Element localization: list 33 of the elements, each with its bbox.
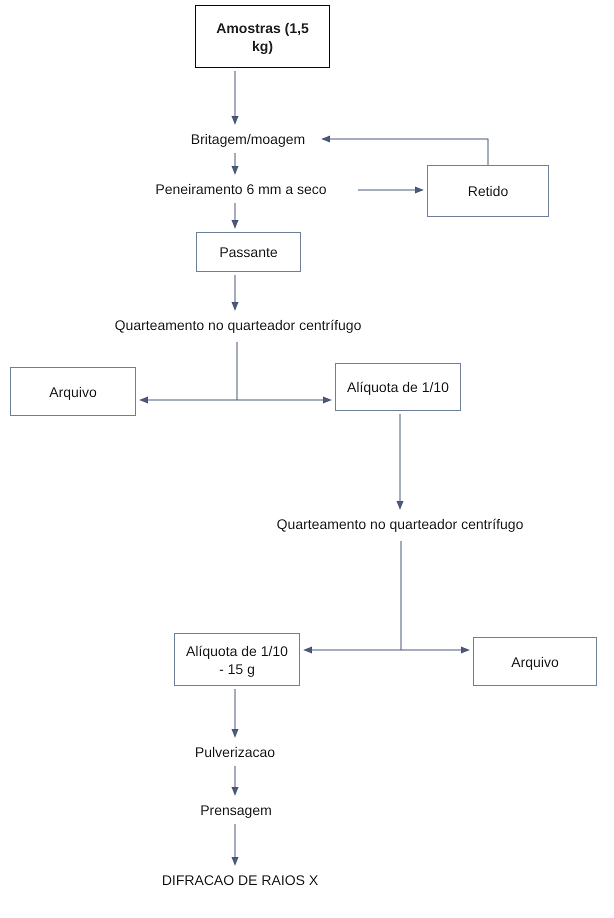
arrow: [321, 135, 488, 166]
arrow: [400, 540, 470, 654]
box-label: Retido: [468, 182, 508, 200]
process-box: [427, 165, 549, 217]
box-label: Arquivo: [49, 382, 97, 400]
process-box: [335, 363, 461, 411]
arrow: [231, 70, 239, 125]
arrow: [231, 824, 239, 866]
arrow: [358, 186, 424, 194]
box-label: Passante: [219, 243, 278, 261]
box-label: Alíquota de 1/10: [347, 378, 449, 396]
step-label: Prensagem: [200, 801, 272, 819]
step-label: Pulverizacao: [194, 743, 276, 761]
arrow: [231, 688, 239, 738]
arrow: [231, 152, 239, 175]
arrow: [236, 342, 332, 404]
process-box: [174, 633, 300, 686]
arrow: [231, 274, 239, 311]
step-label: Quarteamento no quarteador centrífugo: [114, 316, 362, 334]
step-label: Britagem/moagem: [190, 130, 306, 148]
step-label: DIFRACAO DE RAIOS X: [162, 871, 318, 889]
step-label: Peneiramento 6 mm a seco: [155, 180, 327, 198]
process-box: [195, 5, 330, 68]
arrow: [231, 202, 239, 229]
box-label: Alíquota de 1/10 - 15 g: [185, 642, 289, 678]
process-box: [473, 637, 597, 686]
box-label: Amostras (1,5 kg): [215, 18, 310, 54]
arrow: [396, 414, 404, 510]
box-label: Arquivo: [511, 652, 559, 670]
process-box: [196, 232, 301, 272]
step-label: Quarteamento no quarteador centrífugo: [276, 515, 524, 533]
arrow: [231, 766, 239, 796]
process-box: [10, 367, 136, 416]
